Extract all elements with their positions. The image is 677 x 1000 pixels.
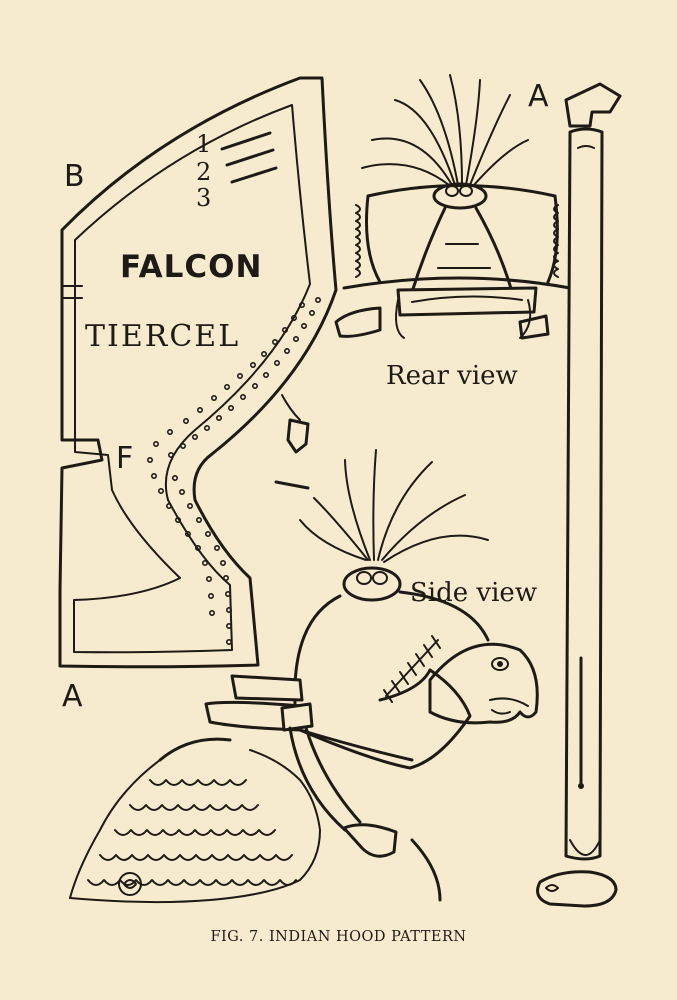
point-label-a-top: A <box>528 79 549 114</box>
size-number-1: 1 <box>196 130 212 158</box>
hood-block-perch <box>536 82 622 908</box>
size-number-2: 2 <box>196 158 212 186</box>
figure-caption: FIG. 7. INDIAN HOOD PATTERN <box>210 929 467 945</box>
artist-monogram <box>118 872 142 896</box>
point-label-f: F <box>116 441 134 476</box>
side-view-drawing <box>69 449 539 904</box>
pattern-label-falcon: FALCON <box>120 249 263 285</box>
rear-view-drawing <box>274 74 572 490</box>
side-view-label: Side view <box>410 578 538 608</box>
pattern-label-tiercel: TIERCEL <box>85 319 241 354</box>
point-label-b: B <box>64 159 85 194</box>
point-label-a-bottom: A <box>62 679 83 714</box>
stitch-holes <box>147 296 321 645</box>
hood-pattern-piece <box>58 76 338 669</box>
size-number-3: 3 <box>196 184 212 212</box>
rear-view-label: Rear view <box>386 361 518 391</box>
wing-feathers <box>69 749 321 904</box>
